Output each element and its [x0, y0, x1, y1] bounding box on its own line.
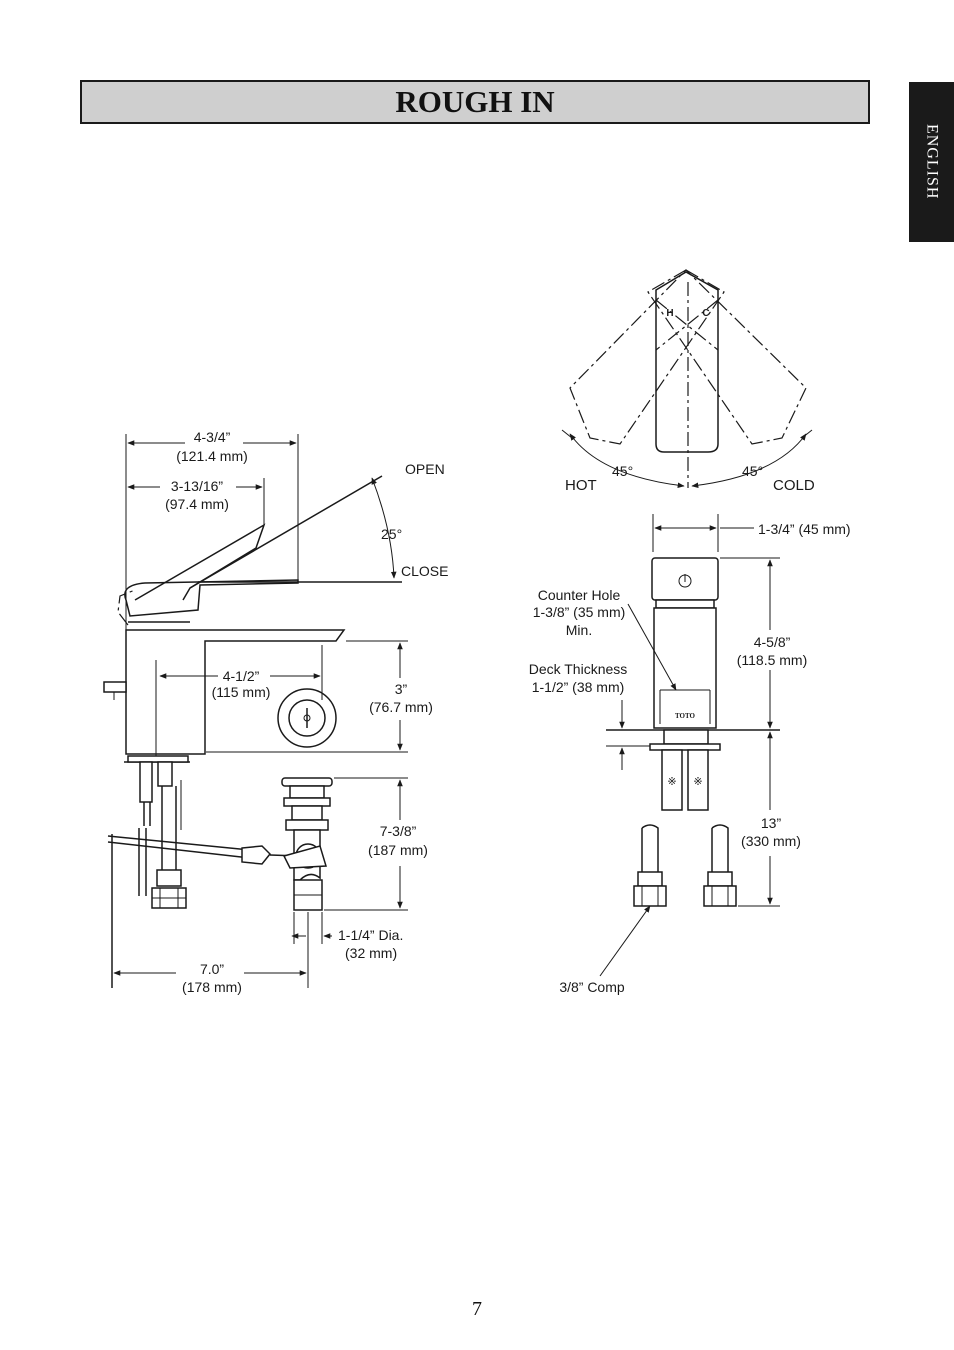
language-tab[interactable]: ENGLISH — [909, 82, 954, 242]
counter-hole-value: 1-3/8” (35 mm) — [533, 604, 626, 620]
side-view: 4-3/4” (121.4 mm) 3-13/16” (97.4 mm) OPE… — [103, 429, 448, 995]
top-view: H C 45° 45° HOT COLD — [561, 269, 815, 494]
svg-text:※: ※ — [693, 776, 702, 788]
brand-logo: TOTO — [675, 712, 696, 720]
dim-body: 4-5/8” — [754, 634, 791, 650]
deck-thickness-value: 1-1/2” (38 mm) — [532, 679, 625, 695]
language-tab-label: ENGLISH — [923, 124, 941, 200]
dim-lever-length: 4-3/4” — [194, 429, 231, 445]
drain-flange — [277, 688, 337, 748]
cold-label: COLD — [773, 477, 815, 494]
dim-drain: 7-3/8” — [380, 823, 417, 839]
dim-drain-mm: (187 mm) — [368, 842, 428, 858]
dim-drain-dia-mm: (32 mm) — [345, 945, 397, 961]
deck-thickness-label: Deck Thickness — [529, 661, 628, 677]
dim-drain-dia: 1-1/4” Dia. — [338, 927, 403, 943]
dim-supply-mm: (330 mm) — [741, 833, 801, 849]
dim-spout: 4-1/2” — [223, 668, 260, 684]
dim-width: 1-3/4” (45 mm) — [758, 521, 851, 537]
dim-rod: 7.0” — [200, 961, 224, 977]
page-number: 7 — [472, 1298, 482, 1320]
counter-hole-label: Counter Hole — [538, 587, 621, 603]
h-mark: H — [666, 308, 673, 319]
counter-hole-min: Min. — [566, 622, 592, 638]
angle-right: 45° — [742, 463, 763, 479]
page-title: ROUGH IN — [395, 84, 555, 119]
open-label: OPEN — [405, 461, 445, 477]
dim-lever-length-mm: (121.4 mm) — [176, 448, 248, 464]
dim-height-mm: (76.7 mm) — [369, 699, 433, 715]
svg-text:※: ※ — [667, 776, 676, 788]
dim-spout-mm: (115 mm) — [212, 684, 271, 700]
angle-25-label: 25° — [381, 526, 402, 542]
dim-lever-short-mm: (97.4 mm) — [165, 496, 229, 512]
angle-left: 45° — [612, 463, 633, 479]
title-bar: ROUGH IN — [80, 80, 870, 124]
hot-label: HOT — [565, 477, 597, 494]
close-label: CLOSE — [401, 563, 448, 579]
c-mark: C — [702, 308, 709, 319]
dim-supply: 13” — [761, 815, 782, 831]
dim-body-mm: (118.5 mm) — [737, 652, 808, 668]
front-view: 1-3/4” (45 mm) TOTO ※ ※ — [529, 514, 851, 995]
dim-height: 3” — [395, 681, 408, 697]
comp-label: 3/8” Comp — [559, 979, 625, 995]
dim-rod-mm: (178 mm) — [182, 979, 242, 995]
dim-lever-short: 3-13/16” — [171, 478, 223, 494]
